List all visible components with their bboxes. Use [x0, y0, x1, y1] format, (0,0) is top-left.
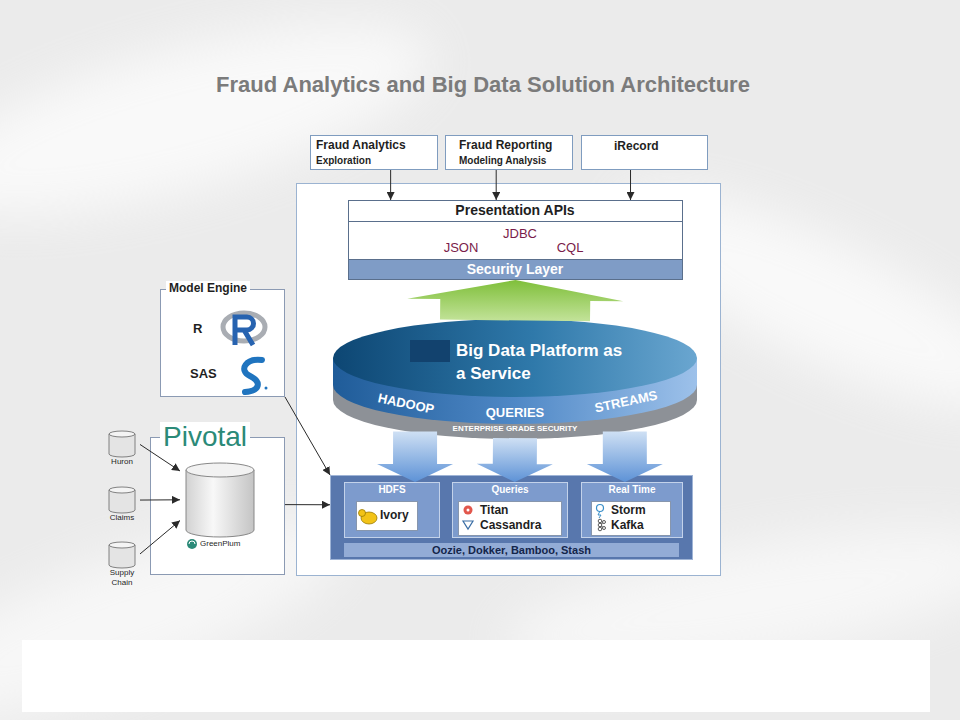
cylinder-body [186, 470, 254, 537]
storage-box: HDFS Ivory [344, 482, 440, 538]
storm-icon [597, 505, 604, 519]
kafka-icon [598, 519, 605, 531]
consumer-box: Fraud ReportingModeling Analysis [445, 135, 573, 170]
node-text: R [193, 321, 202, 337]
model-engine-box: Model EngineRSAS [160, 289, 285, 397]
node-text: JDBC [503, 226, 537, 242]
greenplum-icon-arc [189, 541, 195, 544]
titan-flower [464, 506, 473, 515]
node-label: HDFS [378, 484, 405, 496]
platform-down-arrow [377, 431, 453, 482]
greenplum-cylinder: GreenPlum [180, 462, 260, 552]
diagram-title: Fraud Analytics and Big Data Solution Ar… [0, 72, 960, 98]
consumer-box: Fraud AnalyticsExploration [310, 135, 438, 170]
node-label: iRecord [614, 139, 659, 153]
realtime-box: Real TimeStormKafka [581, 482, 683, 538]
platform-down-arrow [477, 438, 553, 482]
node-label: Claims [110, 513, 134, 523]
node-text: Modeling Analysis [459, 155, 546, 167]
titan-center [467, 509, 470, 512]
platform-down-arrow [587, 431, 663, 482]
kafka-dot [603, 521, 606, 524]
cylinder-top [186, 463, 254, 477]
node-label: Security Layer [467, 261, 564, 278]
node-text: ENTERPRISE GRADE SECURITY [453, 424, 578, 434]
hive-icon [359, 510, 378, 525]
title-holder: Fraud Analytics and Big Data Solution Ar… [0, 72, 960, 98]
r-logo-letter [235, 317, 254, 345]
arrow-connector [630, 170, 631, 200]
kafka-dot [603, 527, 606, 530]
node-label: GreenPlum [200, 539, 240, 549]
node-label: Titan [480, 503, 508, 517]
platform-up-arrow [407, 280, 623, 321]
node-label: Pivotal [160, 422, 250, 451]
node-label: Real Time [608, 484, 655, 496]
node-label: Presentation APIs [455, 202, 574, 219]
kafka-dot [598, 527, 602, 531]
platform-disk: Big Data Platform as a ServiceHADOOPQUER… [332, 318, 698, 440]
pivotal-box: PivotalGreenPlum [150, 437, 285, 575]
disk-top [333, 319, 697, 397]
kafka-dot [598, 523, 602, 527]
cylinder-body [109, 434, 135, 457]
cylinder-body [109, 545, 135, 568]
source-cylinder: Huron [104, 430, 140, 468]
sas-logo-dot [265, 387, 268, 390]
node-label: Big Data Platform as a Service [456, 340, 624, 386]
node-label: Oozie, Dokker, Bamboo, Stash [344, 543, 679, 557]
source-cylinder: Claims [104, 486, 140, 524]
node-label: Ivory [380, 508, 409, 522]
cylinder-top [109, 431, 135, 437]
titan-icon [464, 506, 473, 515]
source-cylinder: Supply Chain [104, 541, 140, 589]
arrow-connector [285, 504, 330, 505]
node-label: Model Engine [166, 281, 250, 295]
arrow-connector [140, 444, 180, 471]
cassandra-icon [463, 521, 473, 529]
node-label: Fraud Analytics [316, 138, 406, 152]
hive-head [359, 510, 366, 517]
node-text: Exploration [316, 155, 371, 167]
arrow-connector [140, 499, 180, 500]
sas-logo-swirl [244, 360, 262, 392]
node-text: CQL [557, 240, 584, 256]
node-text: QUERIES [486, 405, 545, 421]
cylinder-body [109, 490, 135, 513]
empty-caption-box [22, 640, 930, 712]
cylinder-top [109, 487, 135, 493]
arrow-connector [285, 397, 330, 475]
platform-panel: Oozie, Dokker, Bamboo, Stash HDFS Ivory Que… [330, 475, 693, 560]
r-logo [223, 313, 265, 345]
storm-bolt [598, 511, 601, 518]
cylL-outline [180, 462, 260, 552]
disk-mark [410, 340, 450, 362]
consumer-box: iRecord [581, 135, 708, 170]
node-text: SAS [190, 366, 217, 382]
node-text: JSON [444, 240, 479, 256]
storm-cloud [597, 505, 604, 512]
node-label: Fraud Reporting [459, 138, 552, 152]
tool-box: TitanCassandra [458, 501, 562, 536]
node-text: Kafka [611, 518, 644, 532]
node-text: Cassandra [480, 518, 541, 532]
arrow-connector [496, 170, 497, 200]
greenplum-icon [187, 539, 197, 549]
node-label: Supply Chain [104, 568, 140, 587]
node-label: Queries [491, 484, 528, 496]
cylinder-top [109, 542, 135, 548]
node-label: Huron [111, 457, 133, 467]
arrow-connector [390, 170, 391, 200]
platform-container [297, 184, 721, 576]
node-label: Storm [611, 503, 646, 517]
kafka-dot [598, 519, 602, 523]
security-band: Security Layer [348, 259, 683, 280]
sas-logo [244, 360, 267, 392]
api-box: Presentation APIsJDBC JSON CQL Security Lay… [348, 200, 683, 280]
arrow-connector [140, 521, 180, 554]
